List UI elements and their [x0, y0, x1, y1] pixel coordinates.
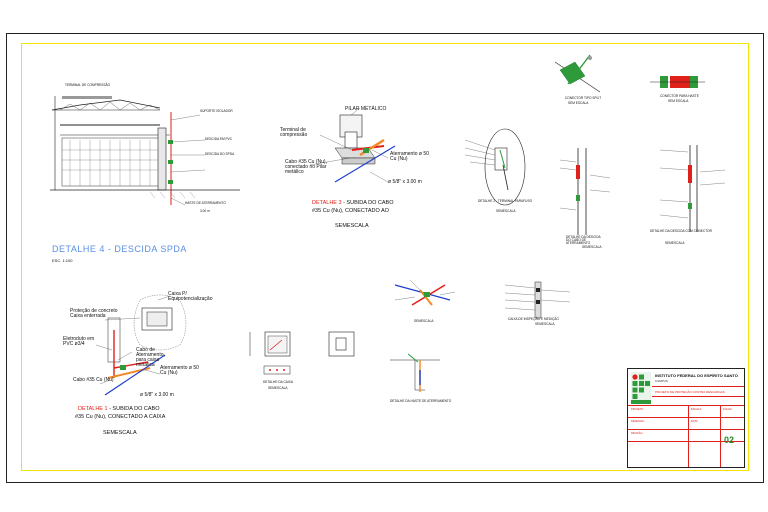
detail1-title-red: DETALHE 1	[78, 406, 108, 412]
detail1-subtitle: #35 Cu (Nu), CONECTADO A CAIXA	[75, 414, 166, 420]
inspection-box-label: CAIXA DE INSPEÇÃO E MEDIÇÃO	[508, 317, 559, 321]
detail1-title-rest: - SUBIDA DO CABO	[107, 406, 160, 412]
detail4-label-4: DESCIDA DO SPDA	[205, 152, 235, 156]
detail1-eletroduto-label: Eletroduto em PVC ø3/4	[63, 336, 95, 347]
title-block-rule	[628, 417, 744, 418]
cross-connection-detail	[394, 279, 456, 306]
detail3-subtitle: #35 Cu (Nu), CONECTADO AO	[312, 208, 389, 214]
detail3-title-red: DETALHE 3	[312, 200, 342, 206]
detail3-cabo-label: Cabo #35 Cu (Nu), conectado no Pilar met…	[285, 159, 327, 175]
detail4-label-5: HASTE DE ATERRAMENTO	[185, 201, 226, 205]
rod-connector-label: CONECTOR PARA HASTE	[660, 94, 699, 98]
cell-folha: FOLHA:	[723, 408, 733, 411]
descent-detail-2	[659, 145, 726, 232]
detail3-haste-label: ø 5/8" x 3.00 m	[388, 179, 422, 185]
title-block-rule	[628, 441, 744, 442]
caixa-detail-label: DETALHE DA CAIXA	[263, 380, 294, 384]
caixa-detail-scale: SEMESCALA	[268, 386, 288, 390]
detail1-aterr-label: Aterramento ø 50 Cu (Nu)	[160, 365, 199, 376]
detail4-label-1: TERMINAL DE COMPRESSÃO	[65, 83, 111, 87]
detail3-semescala: SEMESCALA	[335, 223, 369, 229]
detail3-terminal-label: Terminal de compressão	[280, 127, 308, 138]
detail3-title-rest: - SUBIDA DO CABO	[341, 200, 394, 206]
ifes-logo	[631, 372, 651, 404]
detail1-cabo35-label: Cabo #35 Cu (Nu)	[73, 377, 114, 383]
box-detail-drawings	[249, 331, 355, 375]
detail4-label-2: SUPORTE ISOLADOR	[200, 109, 233, 113]
detail1-cabo-aterr-label: Cabo de Aterramento, para caixa metálica	[136, 347, 165, 368]
institution-name: INSTITUTO FEDERAL DO ESPÍRITO SANTO	[655, 373, 738, 378]
project-title: PROJETO DE PROTEÇÃO CONTRA DESCARGAS	[655, 390, 725, 394]
title-block: INSTITUTO FEDERAL DO ESPÍRITO SANTO CAMP…	[627, 368, 745, 468]
cell-projeto: PROJETO:	[631, 408, 644, 411]
detail-1-box-grounding	[95, 294, 187, 396]
title-block-rule	[628, 429, 744, 430]
detail-3-pillar-grounding	[309, 107, 396, 183]
aterr-detail-label: DETALHE DA HASTE DE ATERRAMENTO	[390, 399, 452, 403]
ground-rod-detail	[390, 353, 440, 392]
cell-escala: ESCALA:	[691, 408, 702, 411]
descent1-scale: SEMESCALA	[582, 245, 602, 249]
drawing-frame	[21, 43, 749, 471]
detail4-title: DETALHE 4 - DESCIDA SPDA	[52, 244, 187, 254]
descent2-scale: SEMESCALA	[665, 241, 685, 245]
detail3-aterr-label: Aterramento ø 50 Cu (Nu)	[390, 151, 429, 162]
title-block-divider	[720, 405, 721, 467]
rod-connector-detail	[650, 76, 705, 88]
split-connector-label: CONECTOR TIPO SPLIT	[565, 96, 602, 100]
detail-4-building-section	[50, 96, 240, 206]
descent2-label: DETALHE DA DESCIDA COM CONECTOR	[650, 229, 712, 233]
detail3-title: DETALHE 3 - SUBIDA DO CABO	[312, 200, 394, 207]
detail1-semescala: SEMESCALA	[103, 430, 137, 436]
detail1-caixa-label: Caixa P/ Equipotencialização	[168, 291, 213, 302]
detail1-title: DETALHE 1 - SUBIDA DO CABO	[78, 406, 160, 413]
detail3-pilar-label: PILAR METÁLICO	[345, 106, 387, 112]
detail4-label-3: DESCIDA EM PVC	[205, 137, 233, 141]
split-connector-detail	[554, 54, 601, 93]
campus-label: CAMPUS	[655, 379, 668, 383]
descent-detail-1	[559, 148, 611, 235]
rod-connector-scale: SEM ESCALA	[668, 99, 689, 103]
inspection-box-scale: SEMESCALA	[535, 322, 555, 326]
terminal-detail-scale: SEMESCALA	[496, 209, 516, 213]
descent1-label: DETALHE DA DESCIDA DO CABO DE ATERRAMENT…	[566, 235, 601, 246]
title-block-rule	[628, 405, 744, 406]
detail1-protecao-label: Proteção de concreto Caixa enterrada	[70, 308, 118, 319]
detail4-label-6: 3.00 m	[200, 209, 210, 213]
detail4-scale: ESC. 1:100	[52, 258, 73, 263]
split-connector-scale: SEM ESCALA	[568, 101, 589, 105]
terminal-detail-label: DETALHE 2 - TERMINAL PARAFUSO	[478, 199, 533, 203]
cell-data: DATA:	[691, 420, 699, 423]
title-block-rule	[652, 386, 744, 387]
cell-desenho: DESENHO:	[631, 420, 645, 423]
cross-detail-scale: SEMESCALA	[414, 319, 434, 323]
terminal-ellipse-detail	[464, 128, 526, 206]
cell-revisao: REVISÃO	[631, 432, 643, 435]
detail1-haste-label: ø 5/8" x 3.00 m	[140, 392, 174, 398]
inspection-box-detail	[504, 281, 571, 319]
sheet-number: 02	[723, 435, 734, 445]
title-block-divider	[688, 405, 689, 467]
title-block-rule	[652, 396, 744, 397]
